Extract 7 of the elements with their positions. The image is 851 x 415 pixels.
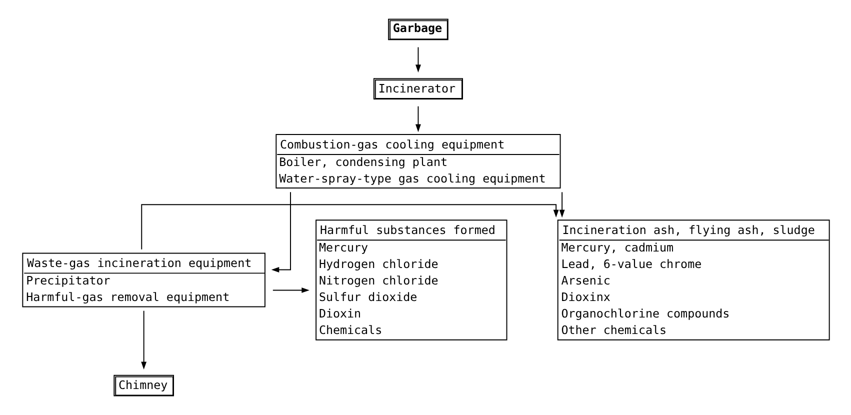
arrow [558,192,564,218]
arrow [414,46,420,72]
arrow [140,204,558,250]
arrow [140,310,146,370]
arrow [272,287,309,293]
arrow [270,192,290,272]
arrow [414,106,420,132]
